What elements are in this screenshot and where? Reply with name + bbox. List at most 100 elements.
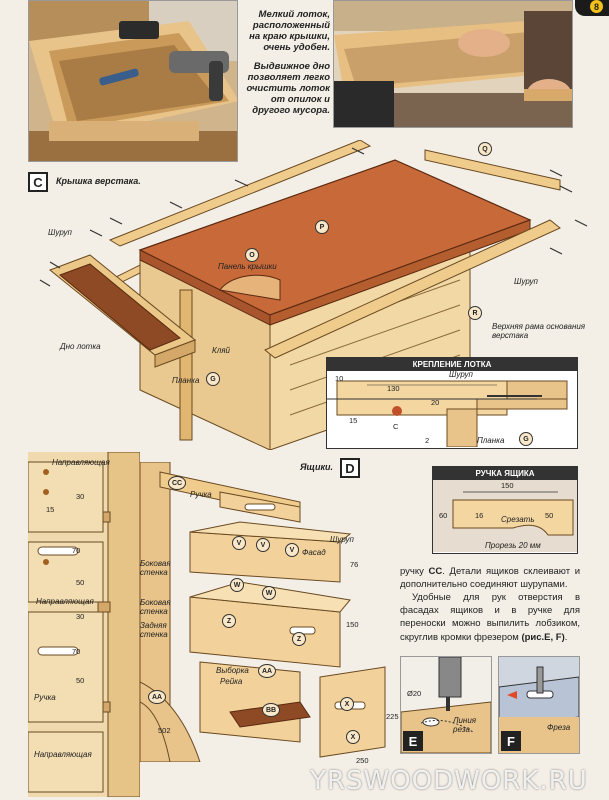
figure-f-panel: Фреза F — [498, 656, 580, 754]
inset-tray-mount-title: КРЕПЛЕНИЕ ЛОТКА — [327, 358, 577, 371]
part-badge-r: R — [468, 306, 482, 320]
body-p1-bold: CC — [428, 566, 443, 577]
label-guide-2: Направляющая — [36, 597, 94, 606]
figure-d-title: Ящики. — [300, 462, 334, 472]
inset-screw-label: Шуруп — [449, 370, 473, 379]
figure-d-drawers — [140, 462, 386, 762]
label-upper-frame: Верхняя рама основания верстака — [492, 322, 586, 340]
part-badge-cc: CC — [168, 476, 186, 490]
dim-130: 130 — [387, 384, 400, 393]
part-badge-v1: V — [232, 536, 246, 550]
caption-shallow-tray: Мелкий лоток, расположенный на краю крыш… — [249, 9, 330, 53]
part-badge-v2: V — [256, 538, 270, 552]
label-cleat: Кляй — [212, 346, 230, 355]
body-p1-text-a: ручку — [400, 566, 429, 577]
dim-20: 20 — [431, 398, 440, 407]
figure-f-letter: F — [501, 731, 521, 751]
handle-cut-label: Срезать — [501, 515, 535, 524]
label-top-panel: Панель крышки — [218, 262, 277, 271]
dim-left-30a: 30 — [76, 492, 85, 501]
part-badge-p: P — [315, 220, 329, 234]
photo-sliding-tray-bottom — [333, 0, 573, 128]
inset-strip-label: Планка — [477, 436, 505, 445]
dim-left-70b: 70 — [72, 647, 81, 656]
dim-right-225: 225 — [386, 712, 399, 721]
figure-c-title: Крышка верстака. — [56, 176, 141, 186]
label-handle-left: Ручка — [34, 693, 56, 702]
figure-e-dim: Ø20 — [407, 689, 422, 698]
label-recess: Выборка — [216, 666, 249, 675]
label-screw-left: Шуруп — [48, 228, 72, 237]
label-screw-d: Шуруп — [330, 535, 354, 544]
label-guide-1: Направляющая — [52, 458, 110, 467]
site-watermark: YRSWOODWORK.RU — [310, 766, 588, 796]
figure-f-tool-label: Фреза — [547, 723, 571, 732]
dim-left-15: 15 — [46, 505, 55, 514]
label-side-wall-1: Боковая стенка — [140, 559, 171, 577]
inset-drawer-handle-drawing — [433, 480, 577, 552]
part-badge-aa1: AA — [258, 664, 276, 678]
part-badge-z2: Z — [292, 632, 306, 646]
inset-part-g: G — [519, 432, 533, 446]
dim-right-150: 150 — [346, 620, 359, 629]
dim-right-502: 502 — [158, 726, 171, 735]
dim-left-50a: 50 — [76, 578, 85, 587]
part-badge-w2: W — [262, 586, 276, 600]
part-c-mark: C — [393, 422, 399, 431]
figure-d-letter: D — [340, 458, 360, 478]
label-rail: Рейка — [220, 677, 243, 686]
handle-dim-16: 16 — [475, 511, 484, 520]
dim-right-76: 76 — [350, 560, 359, 569]
part-badge-bb: BB — [262, 703, 280, 717]
photo-tray-with-tools — [28, 0, 238, 162]
part-badge-w1: W — [230, 578, 244, 592]
inset-tray-mount-drawing — [327, 380, 568, 448]
figure-c-diagram — [39, 140, 588, 450]
figure-e-letter: E — [403, 731, 423, 751]
handle-slot-label: Прорезь 20 мм — [485, 541, 541, 550]
inset-tray-mount: КРЕПЛЕНИЕ ЛОТКА 10 130 20 15 2 C Шуруп П… — [326, 357, 578, 449]
page-number-tab: 8 — [575, 0, 609, 16]
part-badge-v3: V — [285, 543, 299, 557]
body-p2-text-b: . — [564, 631, 568, 643]
dim-left-70a: 70 — [72, 546, 81, 555]
label-strip: Планка — [172, 376, 200, 385]
label-side-wall-2: Боковая стенка — [140, 598, 171, 616]
part-badge-x1: X — [340, 697, 354, 711]
body-paragraph-1: ручку CC. Детали ящиков склеивают и допо… — [400, 565, 580, 591]
label-back-wall: Задняя стенка — [140, 621, 168, 639]
inset-drawer-handle-title: РУЧКА ЯЩИКА — [433, 467, 577, 480]
figure-e-panel: Ø20 Линия реза E — [400, 656, 492, 754]
body-p1-text-b: . Детали ящиков склеивают и дополнительн… — [400, 566, 581, 591]
handle-dim-150: 150 — [501, 481, 514, 490]
figure-e-line-label: Линия реза — [453, 716, 477, 734]
dim-10: 10 — [335, 374, 344, 383]
figure-c-letter: C — [28, 172, 48, 192]
dim-2: 2 — [425, 436, 430, 445]
label-tray-bottom: Дно лотка — [60, 342, 101, 351]
dim-right-250: 250 — [356, 756, 369, 765]
dim-left-50b: 50 — [76, 676, 85, 685]
handle-dim-60: 60 — [439, 511, 448, 520]
handle-dim-50: 50 — [545, 511, 554, 520]
page-number: 8 — [590, 0, 603, 13]
label-screw-right: Шуруп — [514, 277, 538, 286]
body-text-column: ручку CC. Детали ящиков склеивают и допо… — [400, 565, 580, 644]
part-badge-aa2: AA — [148, 690, 166, 704]
body-p2-text-a: Удобные для рук отверстия в фасадах ящик… — [400, 592, 580, 643]
inset-drawer-handle: РУЧКА ЯЩИКА 150 60 16 50 Срезать Прорезь… — [432, 466, 578, 554]
part-badge-o: O — [245, 248, 259, 262]
label-guide-3: Направляющая — [34, 750, 92, 759]
part-badge-q: Q — [478, 142, 492, 156]
dim-left-30b: 30 — [76, 612, 85, 621]
label-front: Фасад — [302, 548, 326, 557]
part-badge-x2: X — [346, 730, 360, 744]
figure-d-cabinet-side — [28, 452, 140, 797]
part-badge-z1: Z — [222, 614, 236, 628]
caption-sliding-bottom: Выдвижное дно позволяет легко очистить л… — [246, 61, 330, 116]
dim-15: 15 — [349, 416, 358, 425]
label-handle-top: Ручка — [190, 490, 212, 499]
part-badge-g: G — [206, 372, 220, 386]
body-p2-bold: (рис.E, F) — [521, 631, 565, 643]
body-paragraph-2: Удобные для рук отверстия в фасадах ящик… — [400, 591, 580, 643]
